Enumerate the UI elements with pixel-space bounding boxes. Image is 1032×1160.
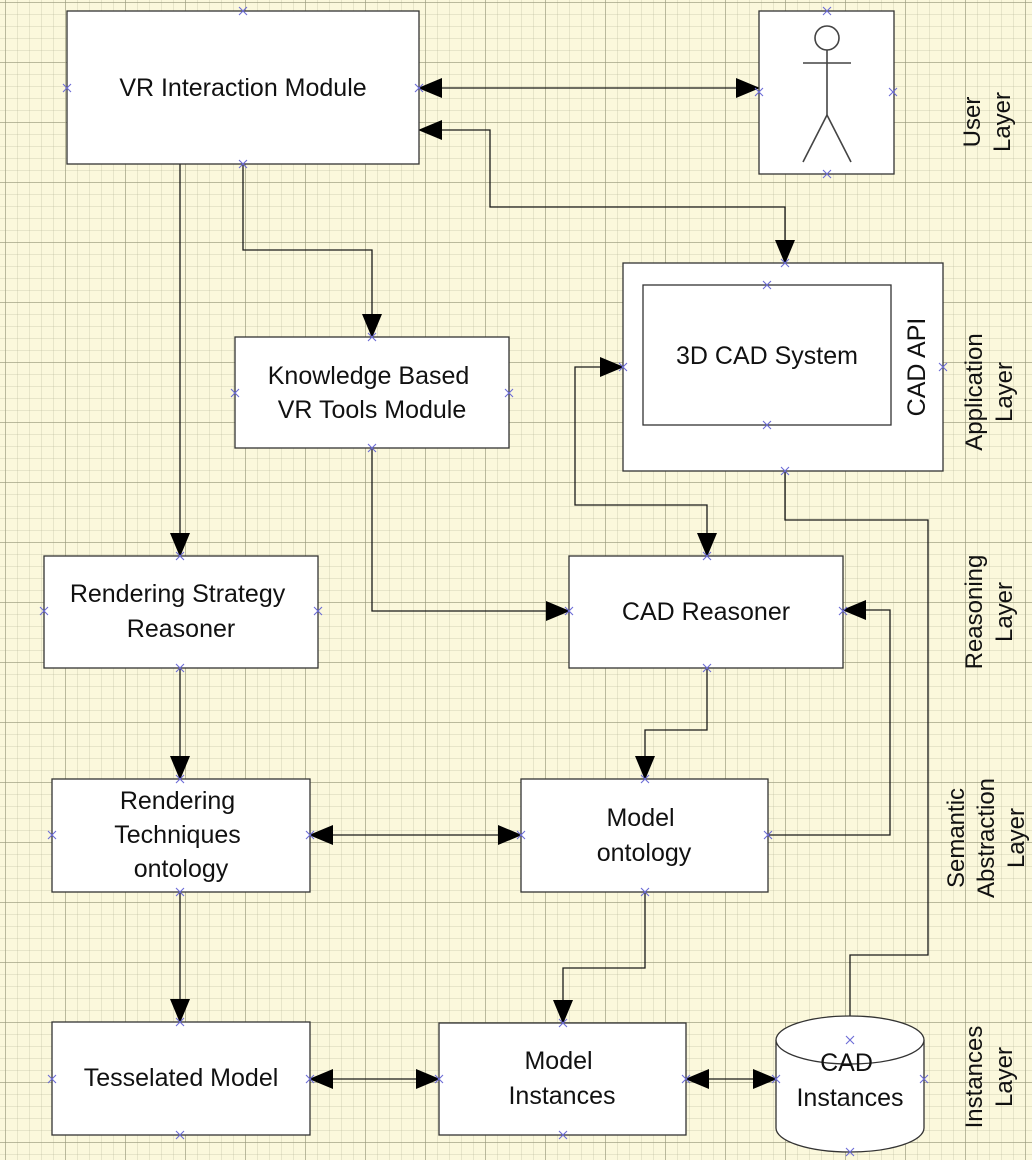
edge-model-ontology-cad-reasoner — [768, 600, 891, 836]
edge-vr-knowledge-tools — [242, 164, 382, 338]
edge-cad-system-cad-instances — [784, 471, 929, 1041]
knowledge-based-vr-tools-label: Knowledge Based VR Tools Module — [268, 362, 477, 424]
user-actor-node — [754, 6, 898, 179]
model-instances-label: Model Instances — [508, 1047, 615, 1110]
cad-instances-label: CAD Instances — [796, 1049, 903, 1112]
model-ontology-label: Model ontology — [597, 804, 692, 867]
rendering-strategy-reasoner-label: Rendering Strategy Reasoner — [70, 580, 292, 643]
cad-system-label: 3D CAD System — [676, 342, 858, 370]
cad-reasoner-node: CAD Reasoner — [564, 551, 848, 673]
edge-cad-reasoner-model-ontology — [635, 668, 708, 780]
cad-instances-database-node: CAD Instances — [771, 1015, 929, 1157]
cad-api-label: CAD API — [903, 318, 931, 417]
tesselated-model-label: Tesselated Model — [84, 1064, 279, 1092]
edge-knowledge-cad-reasoner — [371, 448, 570, 621]
rendering-techniques-ontology-label: Rendering Techniques ontology — [114, 787, 247, 883]
rendering-techniques-ontology-node: Rendering Techniques ontology — [47, 774, 315, 897]
knowledge-based-vr-tools-node: Knowledge Based VR Tools Module — [230, 332, 514, 453]
cad-api-node: 3D CAD System CAD API — [618, 258, 948, 476]
tesselated-model-node: Tesselated Model — [47, 1017, 315, 1140]
vr-interaction-module-node: VR Interaction Module — [62, 6, 424, 169]
model-ontology-node: Model ontology — [516, 774, 773, 897]
edge-vr-cad-system — [418, 120, 795, 264]
model-instances-node: Model Instances — [434, 1018, 691, 1140]
edge-model-ontology-instances — [553, 892, 646, 1024]
rendering-strategy-reasoner-node: Rendering Strategy Reasoner — [39, 551, 323, 673]
user-actor-icon — [802, 25, 852, 163]
cad-reasoner-label: CAD Reasoner — [622, 598, 790, 626]
edge-cad-system-cad-reasoner — [574, 357, 717, 557]
vr-interaction-module-label: VR Interaction Module — [119, 74, 366, 102]
